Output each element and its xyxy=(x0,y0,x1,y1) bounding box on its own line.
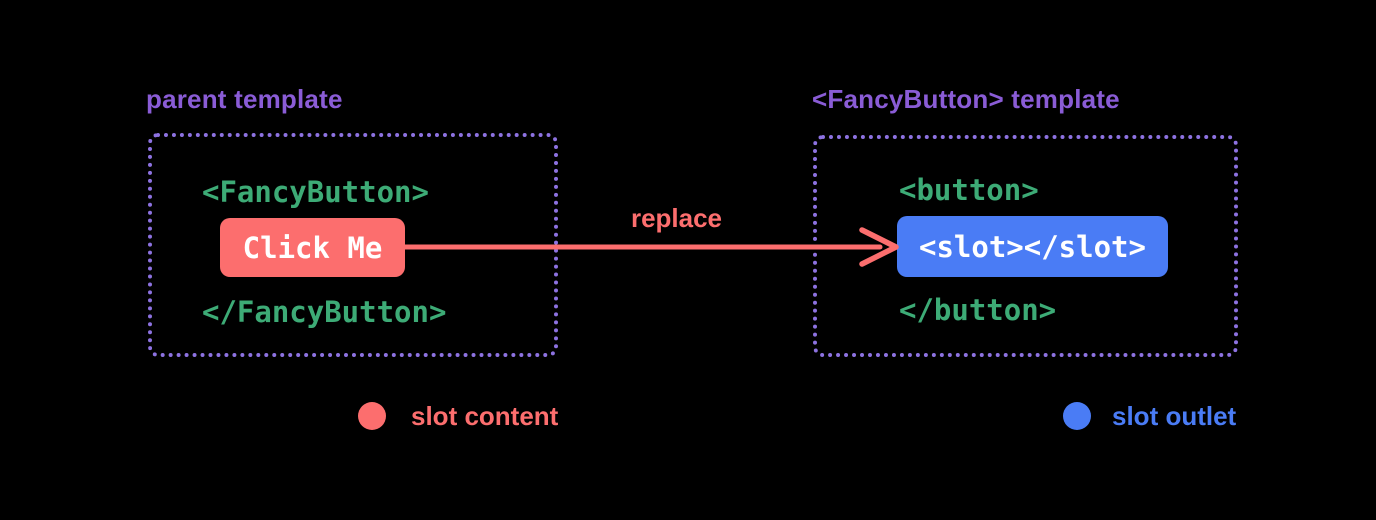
fancybutton-template-title: <FancyButton> template xyxy=(812,84,1120,114)
replace-arrow xyxy=(402,227,899,267)
parent-template-title: parent template xyxy=(146,84,343,114)
slot-outlet-legend-dot xyxy=(1063,402,1091,430)
slot-outlet-legend-label: slot outlet xyxy=(1112,401,1237,431)
replace-arrow-head xyxy=(859,227,899,267)
slot-content-legend-label: slot content xyxy=(411,401,559,431)
fancybutton-open-tag: <FancyButton> xyxy=(202,175,429,209)
slot-content-chip: Click Me xyxy=(220,218,405,277)
button-close-tag: </button> xyxy=(899,293,1057,327)
slot-outlet-chip-label: <slot></slot> xyxy=(919,229,1146,264)
replace-label: replace xyxy=(630,203,723,233)
slot-outlet-chip: <slot></slot> xyxy=(897,216,1168,277)
fancybutton-close-tag: </FancyButton> xyxy=(202,295,447,329)
slot-content-legend-dot xyxy=(358,402,386,430)
button-open-tag: <button> xyxy=(899,173,1039,207)
slot-content-chip-label: Click Me xyxy=(242,230,383,265)
